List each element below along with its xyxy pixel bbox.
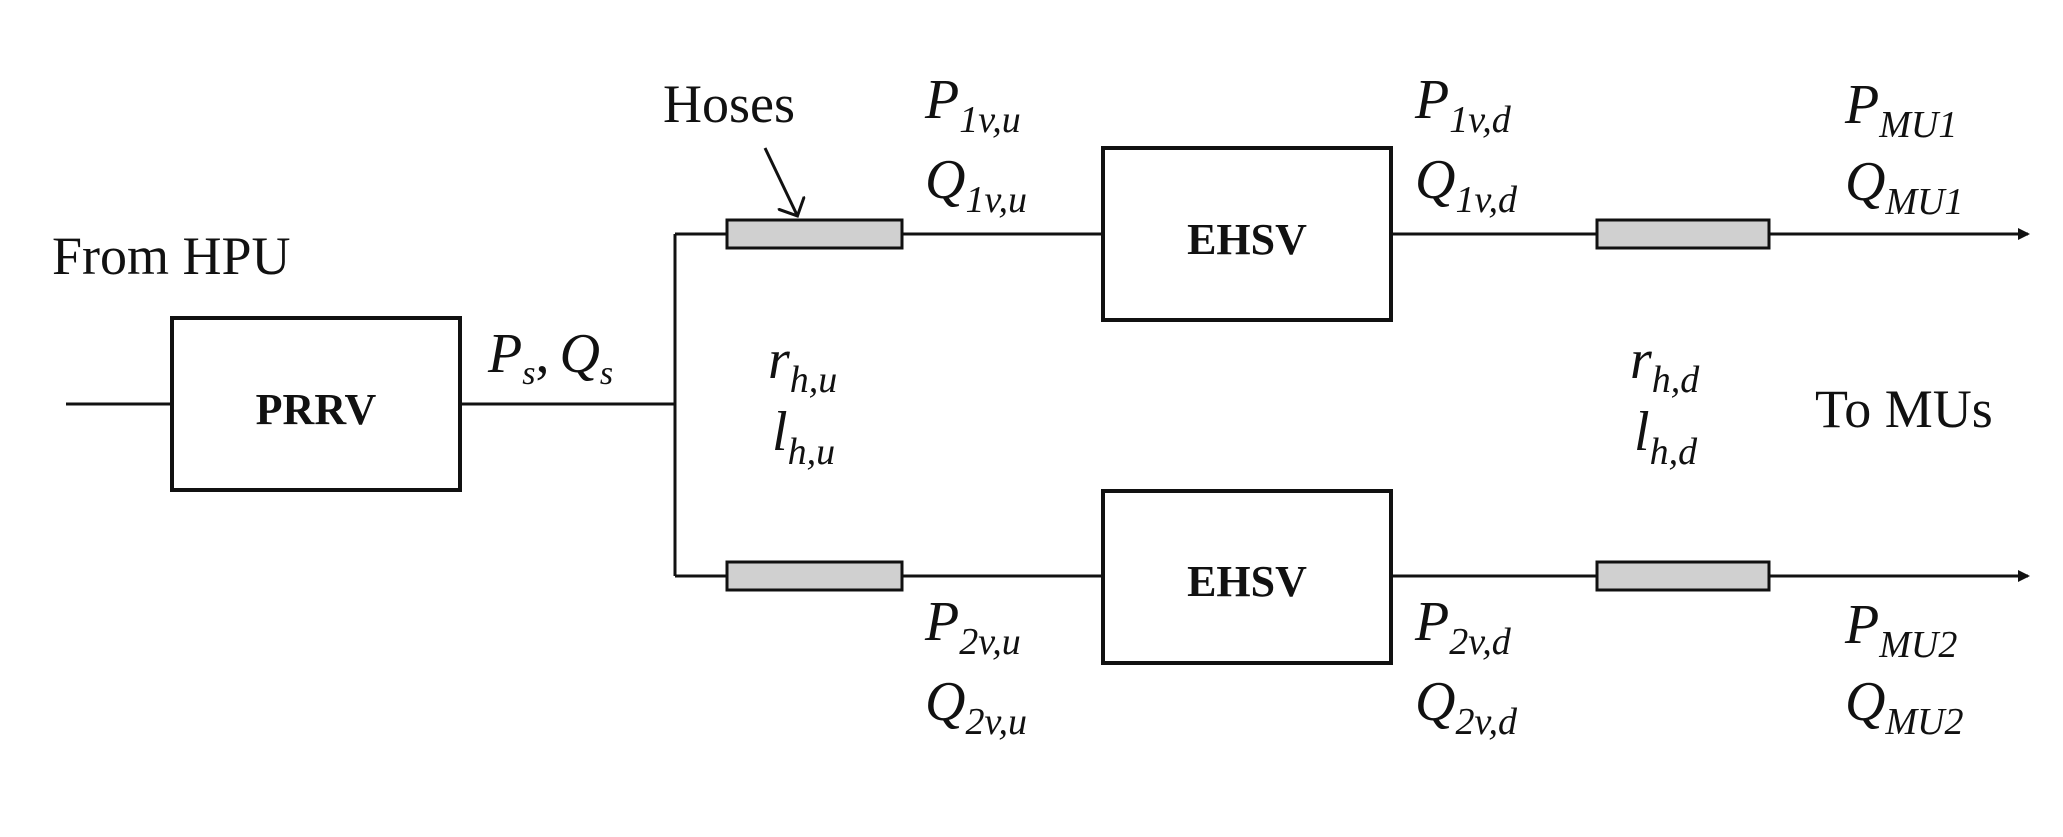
prrv-label: PRRV (256, 385, 377, 434)
bottom-upstream-flow-label: Q2v,u (925, 671, 1027, 743)
top-upstream-hose (725, 218, 904, 250)
bottom-downstream-pressure-label: P2v,d (1414, 591, 1512, 663)
prrv-block: PRRV (170, 316, 462, 492)
ehsv-bottom-block: EHSV (1101, 489, 1393, 665)
top-upstream-pressure-label: P1v,u (924, 69, 1021, 141)
ehsv-top-label: EHSV (1187, 215, 1307, 264)
mu2-flow-label: QMU2 (1845, 671, 1964, 743)
hoses-pointer-arrow (763, 147, 797, 215)
bottom-upstream-pressure-label: P2v,u (924, 591, 1021, 663)
bottom-downstream-hose (1595, 560, 1771, 592)
top-downstream-hose (1595, 218, 1771, 250)
ehsv-top-block: EHSV (1101, 146, 1393, 322)
mu1-pressure-label: PMU1 (1844, 74, 1957, 146)
top-upstream-flow-label: Q1v,u (925, 149, 1027, 221)
hoses-label: Hoses (663, 74, 795, 134)
to-mus-label: To MUs (1815, 379, 1993, 439)
mu2-pressure-label: PMU2 (1844, 594, 1957, 666)
bottom-upstream-hose (725, 560, 904, 592)
downstream-hose-l-label: lh,d (1634, 401, 1698, 473)
supply-label: Ps,Qs (487, 323, 613, 392)
upstream-hose-l-label: lh,u (772, 401, 835, 473)
downstream-hose-r-label: rh,d (1630, 329, 1700, 401)
top-downstream-pressure-label: P1v,d (1414, 69, 1512, 141)
mu1-flow-label: QMU1 (1845, 151, 1964, 223)
bottom-downstream-flow-label: Q2v,d (1415, 671, 1518, 743)
from-hpu-label: From HPU (52, 226, 291, 286)
top-downstream-flow-label: Q1v,d (1415, 149, 1518, 221)
ehsv-bottom-label: EHSV (1187, 557, 1307, 606)
upstream-hose-r-label: rh,u (768, 329, 837, 401)
